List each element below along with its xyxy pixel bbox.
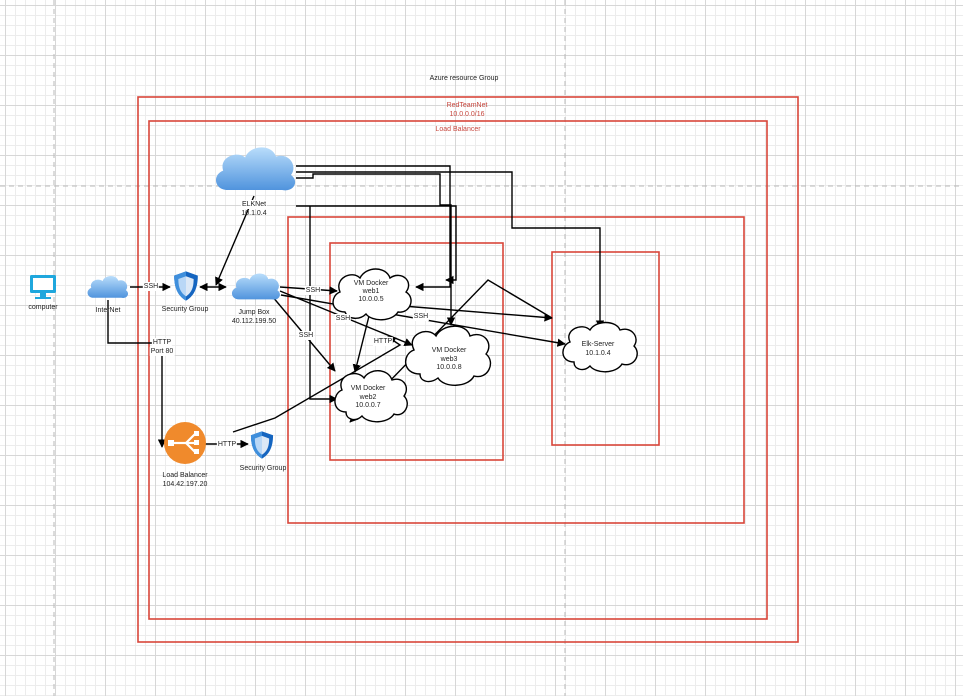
elk-server-cloud <box>562 321 638 373</box>
web2-label-line3: 10.0.0.7 <box>355 402 381 409</box>
shield-icon <box>174 271 198 301</box>
elknet-container <box>287 216 745 524</box>
jumpbox-cloud-icon <box>231 273 280 300</box>
redteamnet-label: RedTeamNet <box>446 102 488 109</box>
vm-clouds <box>332 268 638 423</box>
elknet-cloud-icon <box>215 147 296 191</box>
edge-label-http-web2: HTTP <box>372 337 394 346</box>
edge-label-http-lb: HTTP <box>216 440 238 449</box>
jumpbox-ip-label: 40.112.199.50 <box>231 318 277 325</box>
redteamnet-container <box>137 96 799 643</box>
edge-elknet-elk <box>296 171 605 329</box>
computer-label: computer <box>28 304 58 311</box>
elknet-ip-label: 10.1.0.4 <box>241 210 267 217</box>
edge-label-ssh-web2: SSH <box>297 331 315 340</box>
elk-server-label: Elk-Server <box>581 341 615 348</box>
web2-cloud <box>334 370 408 423</box>
load-balancer-container <box>148 120 768 620</box>
edge-label-ssh-web3: SSH <box>334 314 352 323</box>
edge-elknet-sg <box>215 195 255 286</box>
edge-label-ssh-elk: SSH <box>412 312 430 321</box>
edge-internet-lb <box>107 300 167 448</box>
elk-server-container <box>551 251 660 446</box>
edge-elknet-web1-a <box>296 165 451 292</box>
edge-web1-elk <box>402 305 553 322</box>
edge-label-ssh-internet: SSH <box>142 282 160 291</box>
edge-label-http-port-line2: Port 80 <box>149 347 175 356</box>
web3-cloud <box>405 325 492 386</box>
edge-label-http-port-line1: HTTP <box>151 338 173 347</box>
edge-elknet-web2 <box>296 205 457 285</box>
web1-label-line1: VM Docker <box>353 280 389 287</box>
elk-server-ip-label: 10.1.0.4 <box>585 350 611 357</box>
load-balancer-ip-label: 104.42.197.20 <box>162 481 208 488</box>
shield-icon <box>250 431 274 459</box>
web1-cloud <box>332 268 412 321</box>
computer-icon <box>30 275 56 299</box>
edge-web1-web2 <box>352 311 371 373</box>
redteamnet-cidr-label: 10.0.0.0/16 <box>449 111 485 118</box>
load-balancer-label: Load Balancer <box>162 472 208 479</box>
elknet-label: ELKNet <box>240 200 268 209</box>
web2-label-line2: web2 <box>359 394 377 401</box>
edge-elknet-web3 <box>296 173 456 326</box>
internet-cloud-icon <box>87 275 129 298</box>
web3-label-line2: web3 <box>440 356 458 363</box>
web3-label-line1: VM Docker <box>431 347 467 354</box>
security-group-top-label: Security Group <box>161 306 209 313</box>
edge-loop-web2 <box>309 206 338 404</box>
edge-sg-web2 <box>232 336 402 433</box>
edge-label-ssh-web1: SSH <box>304 286 322 295</box>
web3-label-line3: 10.0.0.8 <box>436 364 462 371</box>
load-balancer-icon <box>164 422 206 464</box>
jumpbox-label: Jump Box <box>238 309 270 316</box>
internet-label: InterNet <box>95 307 121 314</box>
load-balancer-group-label: Load Balancer <box>435 126 481 133</box>
edge-http-web2 <box>349 279 553 423</box>
group-containers <box>137 96 799 643</box>
security-group-bottom-label: Security Group <box>239 465 287 472</box>
web-vms-container <box>329 242 504 461</box>
web1-label-line2: web1 <box>362 288 380 295</box>
web1-label-line3: 10.0.0.5 <box>358 296 384 303</box>
web2-label-line1: VM Docker <box>350 385 386 392</box>
azure-resource-group-label: Azure resource Group <box>429 75 499 82</box>
